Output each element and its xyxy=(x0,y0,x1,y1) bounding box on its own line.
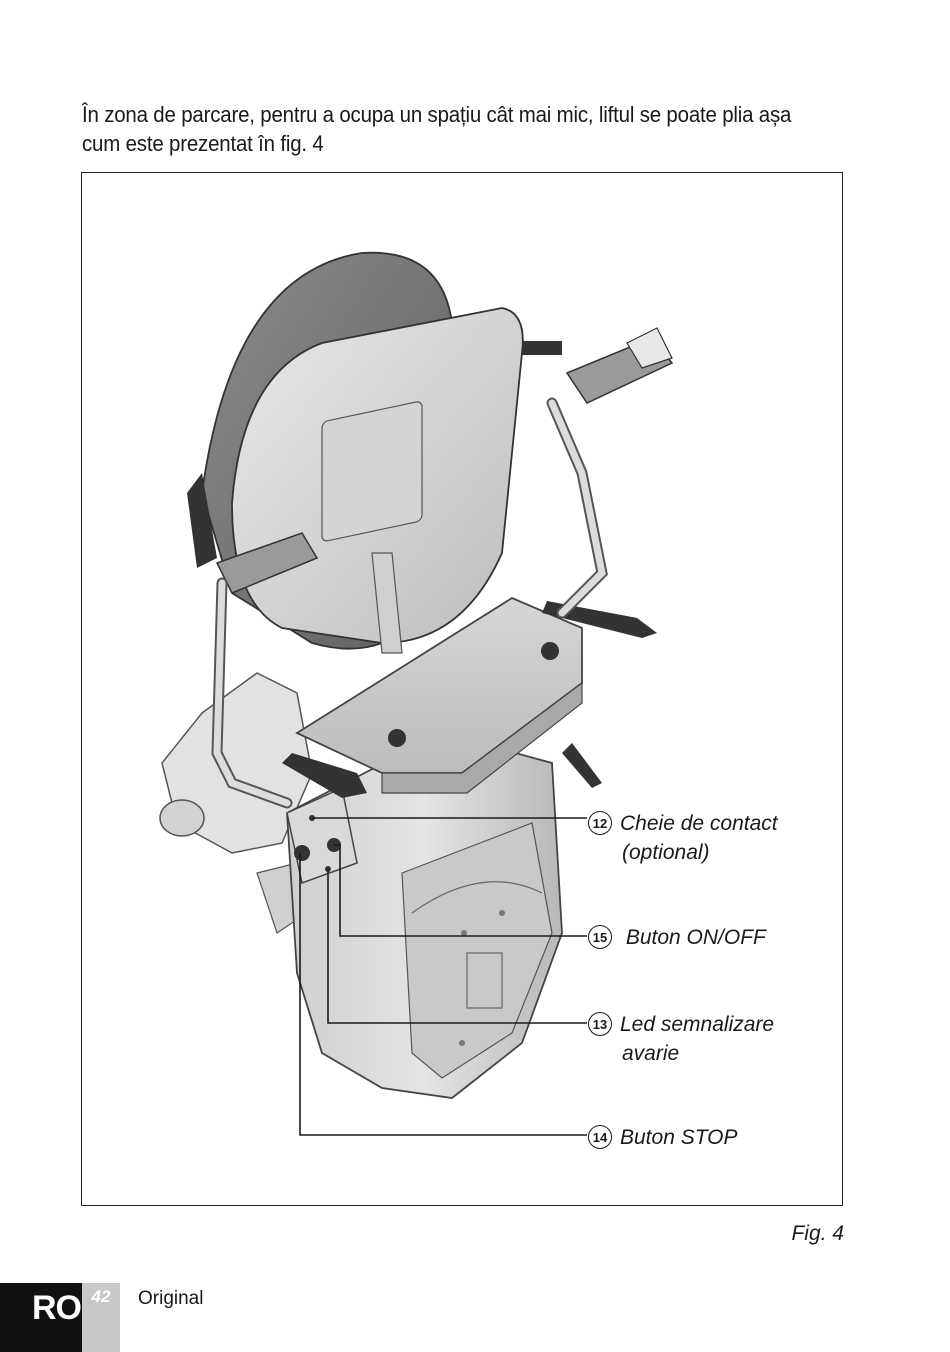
footer-original-label: Original xyxy=(138,1288,204,1309)
figure-caption: Fig. 4 xyxy=(791,1222,844,1245)
footer-language-tab: RO xyxy=(0,1283,82,1352)
callout-number: 12 xyxy=(588,811,612,835)
callout-label: Buton STOP xyxy=(620,1126,738,1149)
backrest xyxy=(187,251,524,654)
armrest-right xyxy=(522,327,674,619)
callout-label-line2: avarie xyxy=(622,1042,680,1065)
leader-lines xyxy=(299,817,587,1136)
callout-number: 14 xyxy=(588,1125,612,1149)
callout-number: 15 xyxy=(588,925,612,949)
stairlift-illustration xyxy=(159,251,674,1136)
callout-label: Buton ON/OFF xyxy=(625,926,766,949)
callout-ignition-key: 12 Cheie de contact (optional) xyxy=(588,809,778,867)
callout-label: Led semnalizare xyxy=(620,1013,775,1036)
leader-line-15 xyxy=(334,844,587,937)
armrest-left xyxy=(211,532,319,809)
callout-label: Cheie de contact xyxy=(620,812,778,835)
carriage-body xyxy=(286,732,563,1099)
intro-paragraph: În zona de parcare, pentru a ocupa un sp… xyxy=(82,102,792,156)
figure-frame: 12 Cheie de contact (optional) 15 Buton O… xyxy=(81,172,843,1206)
leader-line-14 xyxy=(299,853,587,1136)
callout-on-off-button: 15 Buton ON/OFF xyxy=(588,923,766,952)
footer-page-number: 42 xyxy=(82,1283,120,1352)
callout-stop-button: 14 Buton STOP xyxy=(588,1123,738,1152)
callout-number: 13 xyxy=(588,1012,612,1036)
leader-line-13 xyxy=(327,869,587,1024)
callout-label-line2: (optional) xyxy=(622,841,710,864)
callout-fault-led: 13 Led semnalizare avarie xyxy=(588,1010,774,1068)
